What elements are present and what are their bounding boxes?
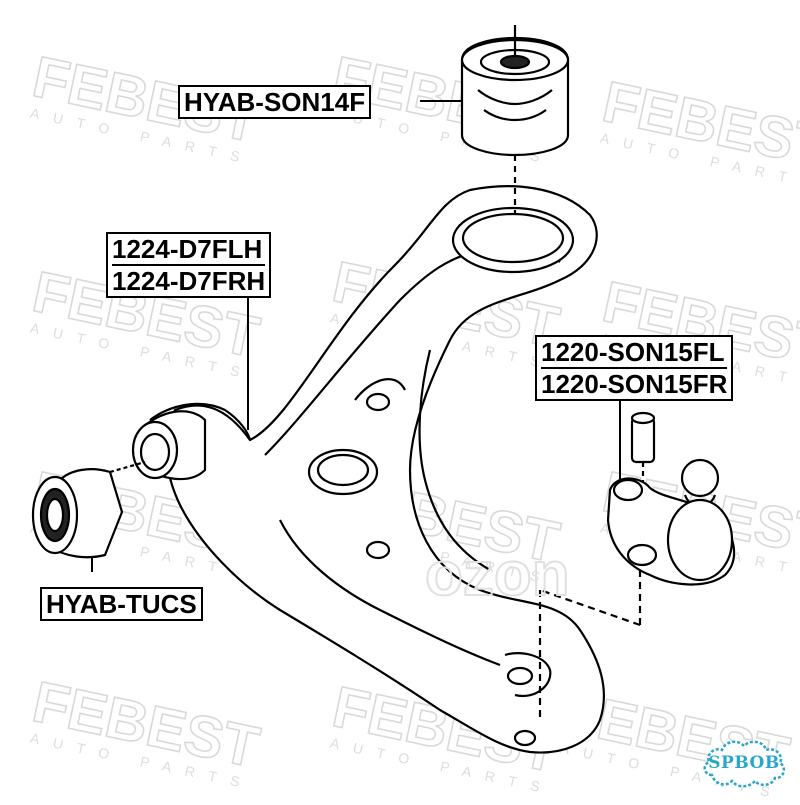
bushing-part: [31, 460, 146, 559]
badge-text: SPBOB: [708, 753, 780, 773]
part-number-arm-left: 1224-D7FLH: [112, 234, 263, 264]
leader-lines: [91, 100, 621, 572]
label-control-arm: 1224-D7FLH 1224-D7FRH: [106, 232, 272, 298]
part-number-top-mount: HYAB-SON14F: [184, 87, 366, 117]
part-number-bushing: HYAB-TUCS: [46, 589, 197, 619]
part-number-ball-joint-left: 1220-SON15FL: [541, 337, 725, 367]
label-bushing: HYAB-TUCS: [40, 587, 203, 621]
label-ball-joint: 1220-SON15FL 1220-SON15FR: [535, 335, 734, 401]
cloud-badge-icon: [703, 740, 786, 788]
top-mount-part: [460, 25, 570, 215]
control-arm: [149, 185, 605, 754]
ozon-watermark: ozon: [425, 540, 570, 609]
part-number-ball-joint-right: 1220-SON15FR: [541, 367, 728, 399]
ball-joint-part: [538, 411, 736, 720]
label-top-mount: HYAB-SON14F: [178, 85, 372, 119]
part-number-arm-right: 1224-D7FRH: [112, 264, 266, 296]
spbob-badge: SPBOB: [700, 735, 788, 791]
arm-bushing-sleeve: [131, 410, 207, 481]
